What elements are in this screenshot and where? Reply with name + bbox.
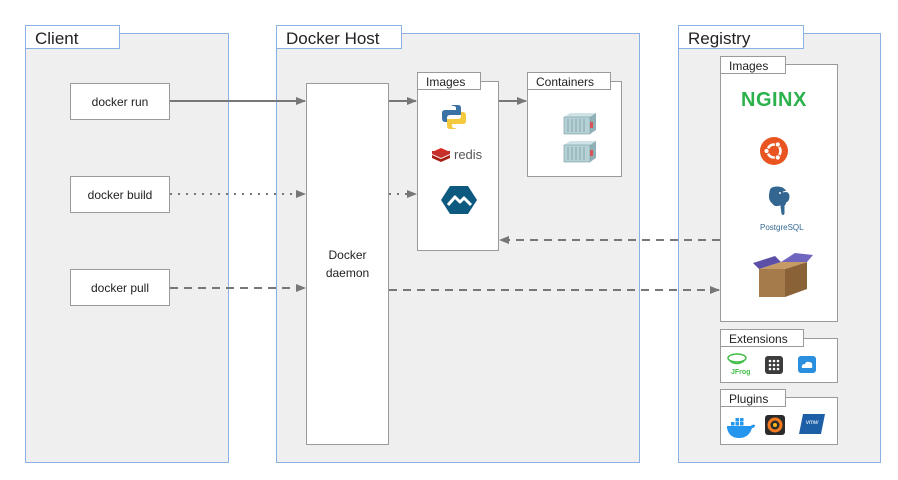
docker-run-command[interactable]: docker run	[70, 83, 170, 120]
containers-label: Containers	[527, 72, 611, 90]
daemon-label-line2: daemon	[325, 266, 370, 280]
docker-pull-command[interactable]: docker pull	[70, 269, 170, 306]
vmware-text: vmw	[806, 420, 819, 426]
redis-text: redis	[454, 147, 483, 162]
host-images-panel	[417, 81, 499, 251]
docker-build-command[interactable]: docker build	[70, 176, 170, 213]
plugins-label: Plugins	[720, 389, 786, 407]
docker-host-title: Docker Host	[276, 25, 402, 49]
registry-title: Registry	[678, 25, 804, 49]
docker-daemon[interactable]: Docker daemon	[306, 83, 389, 445]
daemon-label-line1: Docker	[328, 248, 367, 262]
nginx-logo: NGINX	[741, 89, 807, 111]
client-title: Client	[25, 25, 120, 49]
jfrog-text: JFrog	[731, 369, 751, 376]
host-images-label: Images	[417, 72, 481, 90]
extensions-label: Extensions	[720, 329, 804, 347]
registry-images-label: Images	[720, 56, 786, 74]
postgresql-text: PostgreSQL	[760, 223, 804, 232]
containers-panel	[527, 81, 622, 177]
